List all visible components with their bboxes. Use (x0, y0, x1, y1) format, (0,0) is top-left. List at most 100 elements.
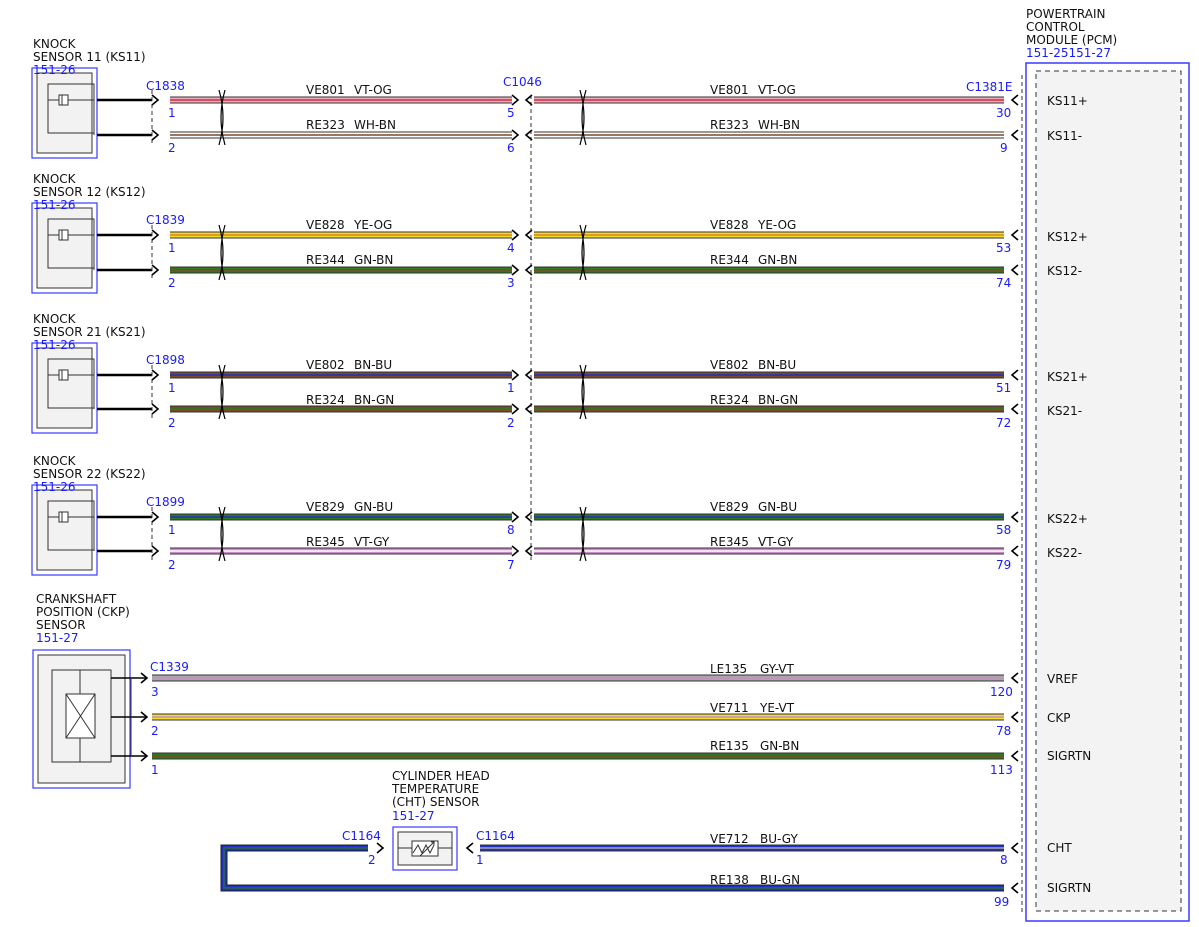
connector-chevron-icon (1010, 369, 1019, 381)
wire-labels: VE801 VT-OG VE801 VT-OG 1 5 30 RE323 WH-… (151, 83, 1013, 909)
twist-marker-icon (220, 506, 226, 562)
ckp-sensor: CRANKSHAFT POSITION (CKP) SENSOR 151-27 … (32, 592, 189, 789)
ks22-title1: KNOCK (33, 454, 77, 468)
wire-inline-pin: 3 (507, 276, 515, 290)
pcm-pin-ks21m: KS21- (1047, 404, 1082, 418)
wire-stripe (223, 847, 1004, 889)
wire-inline-pin: 4 (507, 241, 515, 255)
knock-sensor-inner-box (36, 489, 93, 571)
connector-chevron-icon (511, 369, 520, 381)
cht-title3: (CHT) SENSOR (392, 795, 480, 809)
pcm-pin-ks11m: KS11- (1047, 129, 1082, 143)
wire-pcm-pin: 99 (994, 895, 1009, 909)
wire-sensor-pin: 2 (168, 276, 176, 290)
connector-chevron-icon (524, 264, 533, 276)
wire-pcm-pin: 74 (996, 276, 1011, 290)
pcm-pin-ks22p: KS22+ (1047, 512, 1088, 526)
ckp-connector: C1339 (150, 660, 189, 674)
connector-chevron-icon (151, 403, 160, 415)
wire-color: YE-VT (759, 701, 795, 715)
connector-chevron-icon (524, 511, 533, 523)
pcm-title-line1: POWERTRAIN (1026, 7, 1106, 21)
ckp-title2: POSITION (CKP) (36, 605, 130, 619)
connector-chevron-icon (524, 129, 533, 141)
ks11-connector: C1838 (146, 79, 185, 93)
connector-chevron-icon (511, 94, 520, 106)
ks22-title2: SENSOR 22 (KS22) (33, 467, 146, 481)
pcm-pin-ks12p: KS12+ (1047, 230, 1088, 244)
wire-pcm-pin: 53 (996, 241, 1011, 255)
wire-inline-pin: 1 (507, 381, 515, 395)
pcm-pin-ks21p: KS21+ (1047, 370, 1088, 384)
connector-chevron-icon (151, 94, 160, 106)
wire-color: GN-BN (354, 253, 393, 267)
connector-chevron-icon (1010, 750, 1019, 762)
pcm-connector: C1381E (966, 80, 1013, 94)
wire-circuit: VE828 (306, 218, 345, 232)
wire-circuit: VE801 (710, 83, 749, 97)
twist-marker-icon (220, 89, 226, 146)
wire-circuit: RE344 (710, 253, 749, 267)
ks11-title2: SENSOR 11 (KS11) (33, 50, 146, 64)
pcm-pin-ks12m: KS12- (1047, 264, 1082, 278)
pcm-pin-ckp: CKP (1047, 711, 1070, 725)
twist-marker-icon (220, 364, 226, 420)
connector-chevron-icon (1010, 842, 1019, 854)
connector-chevron-icon (1010, 711, 1019, 723)
wire-pcm-pin: 51 (996, 381, 1011, 395)
twist-marker-icon (218, 506, 224, 562)
wire-circuit: VE801 (306, 83, 345, 97)
cht-connector-right: C1164 (476, 829, 515, 843)
wires (140, 89, 1019, 894)
wire-circuit: RE324 (710, 393, 749, 407)
connector-chevron-icon (1010, 403, 1019, 415)
connector-chevron-icon (524, 403, 533, 415)
twist-marker-icon (579, 364, 585, 420)
ks12-connector: C1839 (146, 213, 185, 227)
pcm-pin-labels: KS11+ KS11- KS12+ KS12- KS21+ KS21- KS22… (1047, 94, 1091, 895)
connector-chevron-icon (511, 403, 520, 415)
connector-chevron-icon (1010, 264, 1019, 276)
wire-color: VT-GY (354, 535, 390, 549)
twist-marker-icon (581, 224, 587, 281)
knock-sensor-inner-box (36, 207, 93, 289)
connector-chevron-icon (151, 369, 160, 381)
wire-circuit: RE324 (306, 393, 345, 407)
connector-chevron-icon (376, 842, 385, 854)
wire-circuit: RE323 (306, 118, 345, 132)
pcm-ref: 151-25151-27 (1026, 46, 1111, 60)
wire-inline-pin: 2 (507, 416, 515, 430)
wire-pcm-pin: 58 (996, 523, 1011, 537)
wire-circuit: RE345 (710, 535, 749, 549)
wire-pcm-pin: 113 (990, 763, 1013, 777)
wire-pcm-pin: 9 (1000, 141, 1008, 155)
connector-chevron-icon (524, 94, 533, 106)
ks21-connector: C1898 (146, 353, 185, 367)
wire-color: VT-OG (758, 83, 796, 97)
wire-color: YE-OG (353, 218, 392, 232)
piezo-element-icon (58, 511, 69, 523)
pcm-pin-sigrtn2: SIGRTN (1047, 881, 1091, 895)
wire-inline-pin: 5 (507, 106, 515, 120)
wire-color: GY-VT (760, 662, 794, 676)
connector-chevron-icon (511, 511, 520, 523)
wire-circuit: VE829 (306, 500, 345, 514)
wire-color: BN-BU (758, 358, 796, 372)
connector-chevron-icon (1010, 511, 1019, 523)
connector-chevron-icon (524, 229, 533, 241)
connector-chevron-icon (524, 545, 533, 557)
wire-circuit: VE711 (710, 701, 749, 715)
knock-sensors (31, 67, 153, 576)
wire-circuit: RE323 (710, 118, 749, 132)
ks12-ref: 151-26 (33, 198, 76, 212)
wire-sensor-pin: 3 (151, 685, 159, 699)
pcm-pin-sigrtn1: SIGRTN (1047, 749, 1091, 763)
connector-chevron-icon (1010, 882, 1019, 894)
wire-pcm-pin: 120 (990, 685, 1013, 699)
wire-color: BU-GN (760, 873, 800, 887)
wire-sensor-pin: 2 (151, 724, 159, 738)
inline-connector: C1046 (503, 75, 542, 560)
knock-sensor-inner-box (36, 347, 93, 429)
twist-marker-icon (579, 89, 585, 146)
